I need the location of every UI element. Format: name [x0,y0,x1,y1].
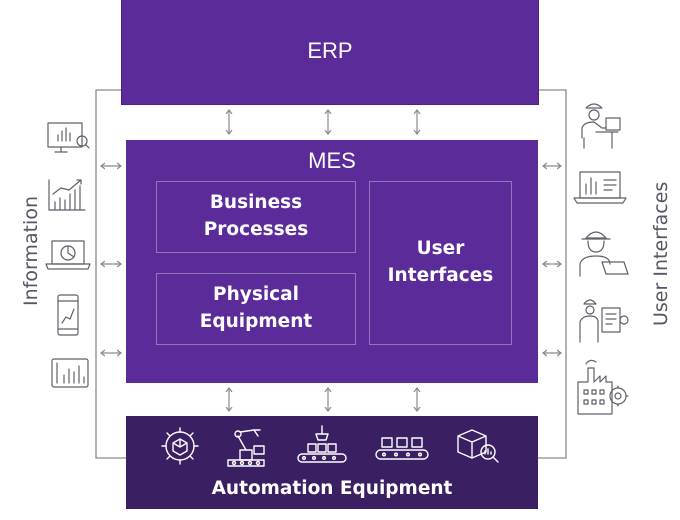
gear-cube-icon [161,427,199,465]
mobile-chart-icon [57,294,79,336]
conveyor-icon [375,437,429,460]
monitor-analytics-icon [47,122,90,153]
automation-equipment-block: Automation Equipment [126,416,538,509]
physical-equipment-label: Physical Equipment [199,284,313,332]
physical-equipment-box: Physical Equipment [156,273,356,345]
user-interfaces-box: User Interfaces [369,181,512,345]
laptop-pie-chart-icon [45,240,91,270]
desk-worker-icon [581,103,621,149]
operator-panel-icon [579,299,629,343]
inspection-box-icon [457,429,499,463]
right-arrows [543,166,561,353]
user-interfaces-label: User Interfaces [387,238,494,286]
pick-and-place-icon [297,425,347,463]
engineer-laptop-icon [579,231,629,277]
erp-mes-arrows [229,110,417,134]
erp-block: ERP [122,0,538,104]
automation-icons [161,425,499,467]
robot-arm-icon [227,429,265,467]
laptop-dashboard-icon [573,171,627,204]
mes-title: MES [308,148,356,173]
business-processes-label: Business Processes [203,192,309,240]
erp-title: ERP [307,38,353,63]
factory-gear-icon [577,359,629,415]
tablet-bar-chart-icon [51,358,89,388]
automation-equipment-title: Automation Equipment [211,478,453,499]
frame-lines [95,89,567,459]
business-processes-box: Business Processes [156,181,356,253]
mes-automation-arrows [229,388,417,411]
mes-block: MES Business Processes Physical Equipmen… [126,140,538,383]
trend-chart-icon [48,179,86,211]
left-arrows [101,166,121,353]
